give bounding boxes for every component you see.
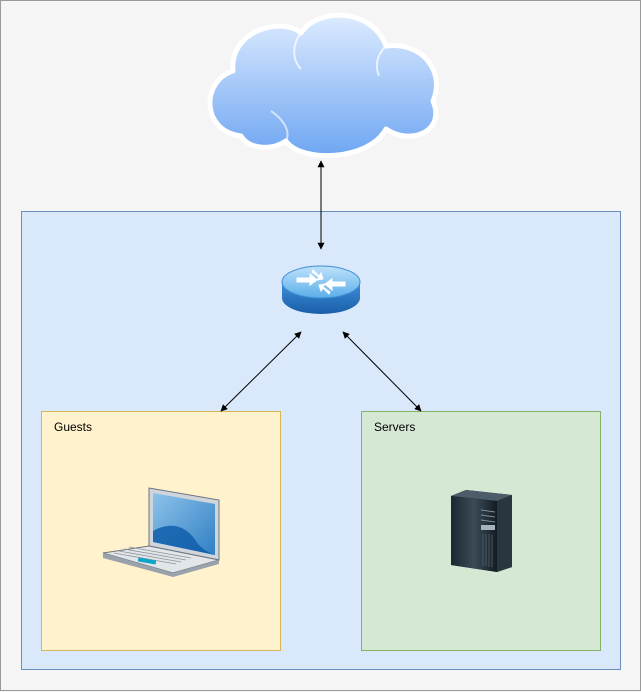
laptop-icon[interactable] [102,487,220,577]
cloud-icon[interactable] [207,12,439,159]
edge-router-guests[interactable] [220,331,302,412]
servers-label: Servers [374,420,416,434]
server-tower-icon[interactable] [451,490,512,572]
router-icon[interactable] [281,265,361,314]
edge-router-servers[interactable] [342,331,422,412]
guests-label: Guests [54,420,93,434]
